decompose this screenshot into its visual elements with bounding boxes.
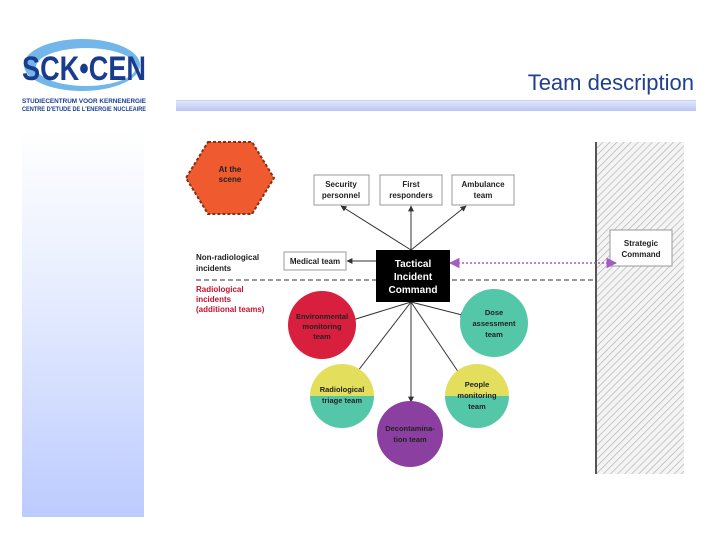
environmental-monitoring-circle bbox=[288, 291, 356, 359]
side-gradient-panel bbox=[22, 130, 144, 517]
title-underline bbox=[176, 100, 696, 111]
diagram-circles-0-lines-2-label: team bbox=[313, 332, 331, 341]
dose-assessment-circle bbox=[460, 289, 528, 357]
diagram-circles-3-lines-1-label: monitoring bbox=[457, 391, 497, 400]
diagram-non_radiological-0-label: Non-radiological bbox=[196, 253, 259, 262]
diagram-circles-1-lines-0-label: Dose bbox=[485, 308, 503, 317]
diagram-center-1-label: Incident bbox=[394, 272, 433, 283]
page-title: Team description bbox=[527, 70, 694, 95]
diagram-top_teams-0-0-label: Security bbox=[325, 180, 357, 189]
diagram-circles-0-lines-0-label: Environmental bbox=[296, 312, 348, 321]
diagram-medical_team-label: Medical team bbox=[290, 257, 340, 266]
people-monitoring-circle bbox=[445, 364, 509, 428]
diagram-strategic-1-label: Command bbox=[621, 250, 660, 259]
diagram-center-0-label: Tactical bbox=[395, 259, 432, 270]
diagram-top_teams-1-0-label: First bbox=[402, 180, 420, 189]
logo-wordmark: SCK•CEN bbox=[22, 50, 146, 88]
diagram-circles-3-lines-2-label: team bbox=[468, 402, 486, 411]
ambulance-box bbox=[451, 174, 515, 206]
diagram-circles-2-lines-0-label: Radiological bbox=[320, 385, 365, 394]
strategic-command-box bbox=[609, 229, 673, 267]
diagram-top_teams-2-0-label: Ambulance bbox=[461, 180, 505, 189]
diagram-circles-0-lines-1-label: monitoring bbox=[302, 322, 342, 331]
diagram-circles-3-lines-0-label: People bbox=[465, 380, 490, 389]
first-responders-box bbox=[379, 174, 443, 206]
diagram-circles-1-lines-1-label: assessment bbox=[473, 319, 516, 328]
tactical-incident-command bbox=[376, 250, 450, 302]
team-diagram: At the scene Security personnel First re… bbox=[176, 130, 696, 530]
diagram-strategic-0-label: Strategic bbox=[624, 239, 659, 248]
security-box bbox=[313, 174, 370, 206]
scene-label-2: scene bbox=[219, 175, 242, 184]
diagram-radiological-2-label: (additional teams) bbox=[196, 305, 265, 314]
diagram-top_teams-1-1-label: responders bbox=[389, 191, 433, 200]
diagram-circles-4-lines-1-label: tion team bbox=[393, 435, 427, 444]
scene-label-1: At the bbox=[219, 165, 242, 174]
logo-line2: CENTRE D'ETUDE DE L'ENERGIE NUCLEAIRE bbox=[22, 106, 146, 113]
sckcen-logo: SCK•CEN STUDIECENTRUM VOOR KERNENERGIE C… bbox=[20, 30, 150, 115]
medical-team-box bbox=[283, 251, 347, 271]
strategic-zone bbox=[596, 142, 684, 474]
radiological-triage-circle bbox=[310, 364, 374, 428]
decontamination-circle bbox=[377, 401, 443, 467]
diagram-circles-2-lines-1-label: triage team bbox=[322, 396, 362, 405]
logo-line1: STUDIECENTRUM VOOR KERNENERGIE bbox=[22, 98, 146, 105]
diagram-non_radiological-1-label: incidents bbox=[196, 264, 232, 273]
diagram-center-2-label: Command bbox=[389, 285, 438, 296]
scene-hexagon bbox=[184, 141, 276, 215]
diagram-top_teams-0-1-label: personnel bbox=[322, 191, 360, 200]
diagram-circles-1-lines-2-label: team bbox=[485, 330, 503, 339]
diagram-circles-4-lines-0-label: Decontamina- bbox=[385, 424, 435, 433]
diagram-radiological-0-label: Radiological bbox=[196, 285, 244, 294]
diagram-radiological-1-label: incidents bbox=[196, 295, 232, 304]
diagram-top_teams-2-1-label: team bbox=[474, 191, 493, 200]
